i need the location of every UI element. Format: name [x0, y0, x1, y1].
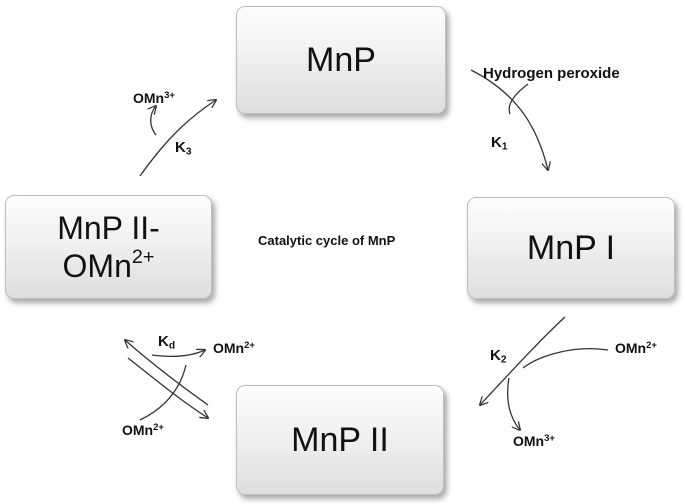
arrow-hydrogen-peroxide-in	[508, 83, 529, 115]
label-omn2-bottom-left: OMn2+	[122, 421, 164, 438]
arrow-omn2-out-kd	[151, 350, 205, 356]
arrow-omn3-out-k3	[151, 106, 156, 136]
arrow-mnp1-to-mnp2	[480, 316, 566, 405]
label-omn3-top-left: OMn3+	[133, 89, 175, 106]
center-title: Catalytic cycle of MnP	[258, 233, 396, 248]
node-mnp-2-complex-line1: MnP II-	[57, 210, 160, 246]
label-omn2-right: OMn2+	[615, 339, 657, 356]
arrow-mnp2-to-complex	[125, 340, 209, 406]
node-mnp: MnP	[236, 6, 446, 114]
arrow-omn2-in-kd	[139, 364, 187, 421]
arrow-mnp-to-mnp1	[470, 69, 548, 170]
label-hydrogen-peroxide: Hydrogen peroxide	[483, 65, 620, 82]
node-mnp-2-omn2-complex: MnP II- OMn2+	[5, 195, 212, 299]
arrow-complex-to-mnp	[139, 100, 216, 177]
node-mnp-1: MnP I	[467, 197, 675, 299]
label-omn2-kd-out: OMn2+	[213, 339, 255, 356]
label-kd: Kd	[158, 333, 176, 352]
node-mnp-label: MnP	[306, 40, 376, 79]
node-mnp-2-complex-line2: OMn2+	[62, 246, 155, 284]
node-mnp-1-label: MnP I	[526, 228, 616, 267]
node-mnp-2: MnP II	[236, 385, 444, 495]
node-mnp-2-label: MnP II	[291, 420, 389, 459]
arrow-omn2-in-k2	[522, 348, 609, 369]
label-omn3-bottom-right: OMn3+	[513, 432, 555, 449]
arrow-complex-to-mnp2	[127, 357, 208, 418]
label-k2: K2	[490, 347, 507, 366]
label-k3: K3	[175, 139, 192, 158]
arrow-omn3-out-k2	[506, 377, 520, 430]
label-k1: K1	[491, 134, 508, 153]
